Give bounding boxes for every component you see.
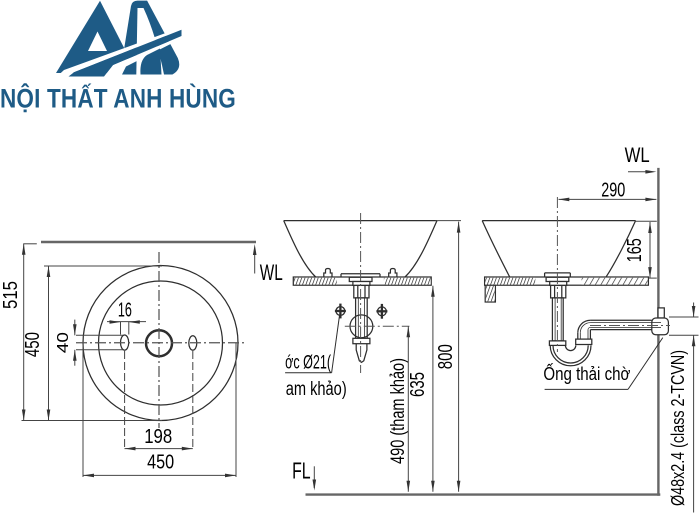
svg-text:165: 165 <box>624 238 646 262</box>
svg-text:800: 800 <box>435 344 457 369</box>
svg-text:290: 290 <box>601 179 625 201</box>
svg-text:ớc Ø21(: ớc Ø21( <box>285 353 331 374</box>
svg-text:515: 515 <box>0 281 22 309</box>
svg-text:198: 198 <box>144 426 172 448</box>
svg-text:WL: WL <box>260 260 283 285</box>
svg-text:FL: FL <box>292 458 311 484</box>
svg-text:WL: WL <box>625 144 650 167</box>
svg-text:Ống thải chờ: Ống thải chờ <box>543 363 630 384</box>
svg-text:40: 40 <box>55 332 72 353</box>
svg-text:am khảo): am khảo) <box>286 379 347 400</box>
svg-text:Ø48x2.4 (class 2-TCVN): Ø48x2.4 (class 2-TCVN) <box>668 350 688 506</box>
svg-text:635: 635 <box>407 372 429 397</box>
svg-text:450: 450 <box>147 451 174 473</box>
svg-text:490 (tham khảo): 490 (tham khảo) <box>388 358 409 464</box>
svg-text:NỘI THẤT ANH HÙNG: NỘI THẤT ANH HÙNG <box>0 83 236 114</box>
svg-text:16: 16 <box>118 300 132 322</box>
svg-text:450: 450 <box>22 332 44 357</box>
